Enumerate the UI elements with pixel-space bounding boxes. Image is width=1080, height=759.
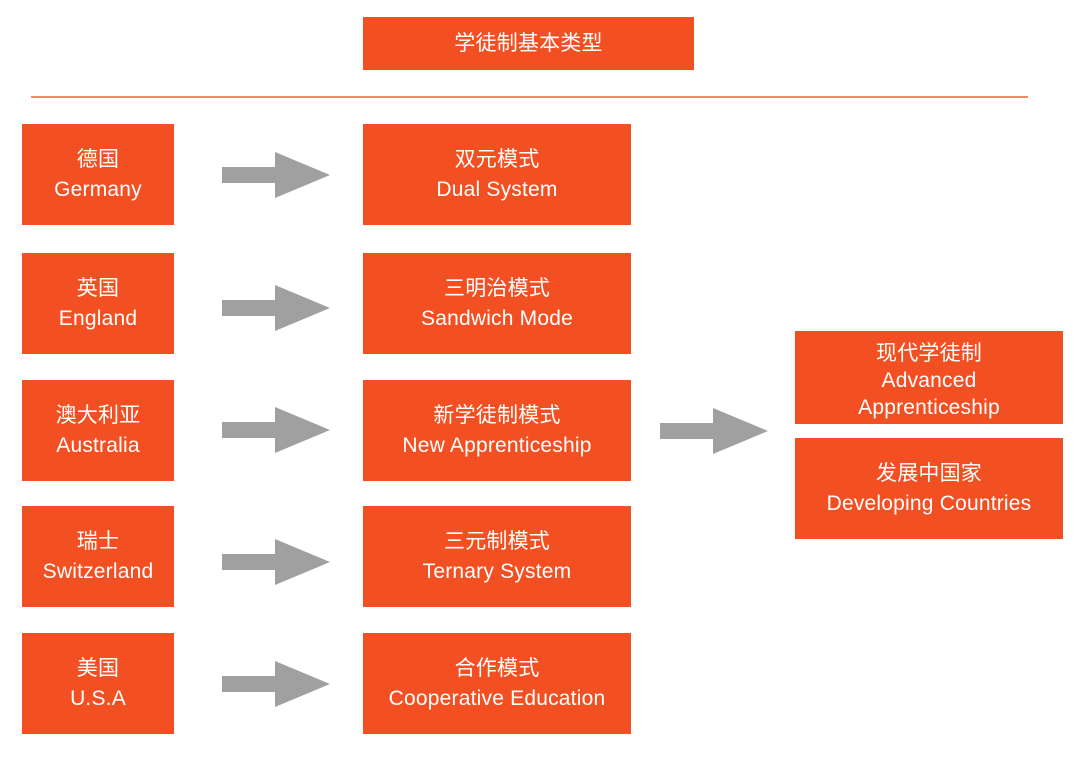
outcome-zh: 现代学徒制 bbox=[876, 342, 982, 365]
outcome-box-advanced-apprenticeship: 现代学徒制 Advanced Apprenticeship bbox=[795, 331, 1063, 424]
country-box-usa: 美国 U.S.A bbox=[22, 633, 174, 734]
country-zh: 瑞士 bbox=[76, 529, 120, 553]
mode-zh: 三元制模式 bbox=[444, 529, 550, 553]
mode-en: New Apprenticeship bbox=[402, 433, 592, 457]
mode-en: Sandwich Mode bbox=[420, 306, 574, 330]
mode-box-dual-system: 双元模式 Dual System bbox=[363, 124, 631, 225]
mode-box-cooperative: 合作模式 Cooperative Education bbox=[363, 633, 631, 734]
country-zh: 美国 bbox=[76, 656, 120, 680]
right-arrow-icon bbox=[222, 661, 330, 707]
right-arrow-icon bbox=[222, 539, 330, 585]
country-box-england: 英国 England bbox=[22, 253, 174, 354]
outcome-en: Developing Countries bbox=[826, 491, 1032, 515]
right-arrow-icon bbox=[222, 407, 330, 453]
right-arrow-icon bbox=[222, 285, 330, 331]
outcome-box-developing-countries: 发展中国家 Developing Countries bbox=[795, 438, 1063, 539]
country-zh: 英国 bbox=[76, 276, 120, 300]
mode-zh: 合作模式 bbox=[454, 656, 540, 680]
mode-zh: 新学徒制模式 bbox=[433, 403, 561, 427]
right-arrow-icon bbox=[660, 408, 768, 454]
country-en: U.S.A bbox=[70, 686, 126, 710]
right-arrow-icon bbox=[222, 152, 330, 198]
mode-box-sandwich: 三明治模式 Sandwich Mode bbox=[363, 253, 631, 354]
diagram-title-text: 学徒制基本类型 bbox=[454, 31, 603, 55]
country-box-germany: 德国 Germany bbox=[22, 124, 174, 225]
country-en: England bbox=[58, 306, 138, 330]
diagram-title: 学徒制基本类型 bbox=[363, 17, 694, 70]
mode-en: Ternary System bbox=[422, 559, 572, 583]
mode-en: Cooperative Education bbox=[388, 686, 606, 710]
country-box-australia: 澳大利亚 Australia bbox=[22, 380, 174, 481]
country-en: Switzerland bbox=[42, 559, 154, 583]
title-divider bbox=[31, 96, 1028, 98]
mode-zh: 双元模式 bbox=[454, 147, 540, 171]
country-zh: 澳大利亚 bbox=[55, 403, 141, 427]
country-en: Germany bbox=[54, 177, 142, 201]
mode-box-ternary: 三元制模式 Ternary System bbox=[363, 506, 631, 607]
mode-box-new-apprenticeship: 新学徒制模式 New Apprenticeship bbox=[363, 380, 631, 481]
outcome-en-line2: Apprenticeship bbox=[858, 396, 1000, 419]
mode-en: Dual System bbox=[436, 177, 558, 201]
mode-zh: 三明治模式 bbox=[444, 276, 550, 300]
country-en: Australia bbox=[56, 433, 140, 457]
outcome-zh: 发展中国家 bbox=[876, 461, 982, 485]
country-box-switzerland: 瑞士 Switzerland bbox=[22, 506, 174, 607]
outcome-en-line1: Advanced bbox=[881, 369, 977, 392]
country-zh: 德国 bbox=[76, 147, 120, 171]
